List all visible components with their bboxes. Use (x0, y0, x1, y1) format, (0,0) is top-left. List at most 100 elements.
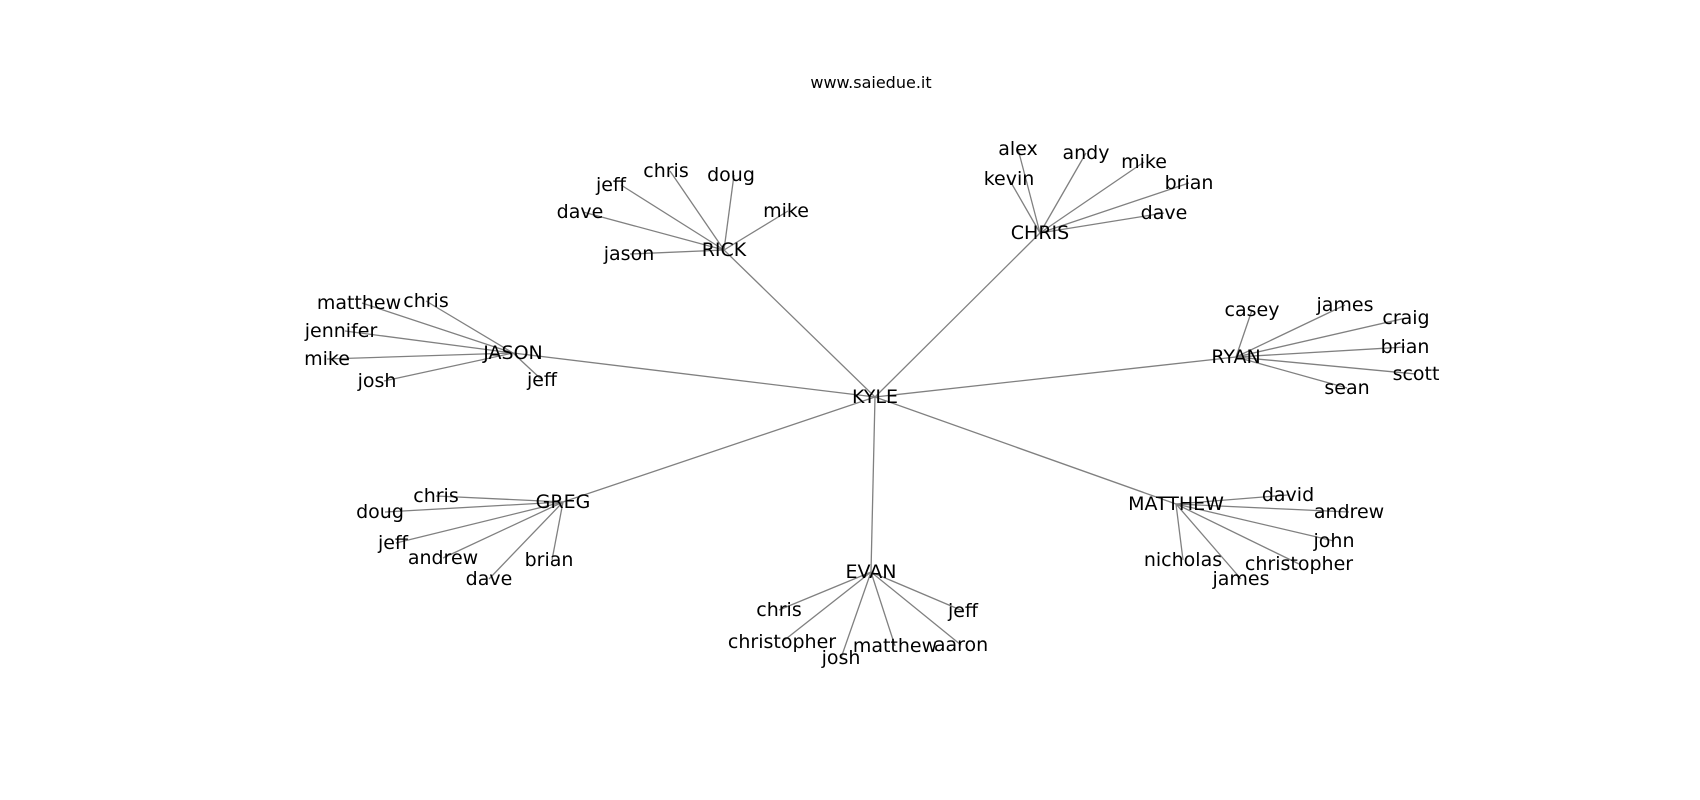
edge-greg-andrew (442, 501, 564, 559)
edge-matthew-john (1175, 503, 1335, 542)
edge-jason-mike (326, 352, 514, 360)
edge-greg-jeff (395, 501, 564, 544)
edge-rick-dave (582, 211, 725, 251)
leaf-label-chris-brian: brian (1165, 172, 1214, 194)
edge-matthew-christopher (1175, 503, 1300, 565)
hub-label-ryan: RYAN (1211, 346, 1260, 368)
edge-center-evan (870, 396, 876, 573)
edge-matthew-james (1175, 503, 1242, 580)
leaf-label-greg-doug: doug (356, 501, 404, 523)
leaf-label-ryan-brian: brian (1381, 336, 1430, 358)
leaf-label-evan-chris: chris (756, 599, 801, 621)
hub-label-evan: EVAN (846, 561, 897, 583)
leaf-label-chris-alex: alex (998, 138, 1038, 160)
leaf-label-matthew-john: john (1313, 530, 1355, 552)
edge-jason-jeff (512, 352, 543, 381)
leaf-label-ryan-scott: scott (1393, 363, 1440, 385)
edge-rick-mike (723, 210, 789, 251)
edge-center-chris (874, 232, 1041, 398)
leaf-label-ryan-craig: craig (1382, 307, 1429, 329)
leaf-label-rick-dave: dave (557, 201, 604, 223)
leaf-label-evan-jeff: jeff (947, 600, 979, 622)
edge-matthew-david (1175, 494, 1289, 505)
leaf-label-matthew-christopher: christopher (1245, 553, 1353, 575)
hub-label-matthew: MATTHEW (1128, 493, 1224, 515)
hub-label-jason: JASON (482, 342, 543, 364)
leaf-label-matthew-andrew: andrew (1314, 501, 1384, 523)
edge-chris-mike (1039, 161, 1145, 234)
edge-chris-andy (1039, 152, 1087, 234)
edge-chris-dave (1039, 212, 1165, 234)
edge-evan-aaron (870, 571, 962, 646)
hub-label-greg: GREG (536, 491, 591, 513)
edge-jason-matthew (361, 302, 514, 354)
leaf-label-greg-dave: dave (466, 568, 513, 590)
leaf-label-greg-chris: chris (413, 485, 458, 507)
source-watermark: www.saiedue.it (810, 73, 931, 92)
edge-ryan-craig (1235, 317, 1407, 358)
leaf-label-ryan-casey: casey (1225, 299, 1280, 321)
edge-jason-chris (425, 300, 514, 354)
leaf-label-rick-chris: chris (643, 160, 688, 182)
leaf-label-evan-matthew: matthew (853, 635, 937, 657)
leaf-label-ryan-james: james (1315, 294, 1373, 316)
leaf-label-greg-brian: brian (525, 549, 574, 571)
leaf-label-greg-jeff: jeff (377, 532, 409, 554)
edge-ryan-brian (1235, 346, 1406, 358)
edge-greg-chris (435, 495, 564, 503)
leaf-label-matthew-nicholas: nicholas (1144, 549, 1222, 571)
leaf-label-evan-aaron: aaron (934, 634, 988, 656)
edge-greg-dave (488, 501, 564, 580)
edge-jason-josh (383, 352, 514, 382)
leaf-label-jason-josh: josh (357, 370, 397, 392)
edge-greg-brian (551, 501, 564, 561)
leaf-label-evan-josh: josh (821, 647, 861, 669)
leaf-label-chris-dave: dave (1141, 202, 1188, 224)
leaf-label-greg-andrew: andrew (408, 547, 478, 569)
edge-jason-jennifer (344, 330, 514, 354)
edge-evan-christopher (781, 571, 872, 643)
edge-center-jason (512, 352, 876, 398)
edge-rick-jason (629, 249, 725, 255)
edge-center-ryan (874, 356, 1237, 398)
edge-chris-kevin (1008, 178, 1041, 234)
edge-center-rick (723, 249, 876, 398)
edge-ryan-scott (1235, 356, 1417, 375)
edge-chris-brian (1039, 182, 1190, 234)
leaf-label-jason-chris: chris (403, 290, 448, 312)
edge-center-greg (562, 396, 876, 503)
leaf-label-evan-christopher: christopher (728, 631, 836, 653)
leaf-label-chris-mike: mike (1121, 151, 1167, 173)
edges-layer (326, 148, 1417, 659)
leaf-label-jason-jeff: jeff (526, 369, 558, 391)
hub-label-chris: CHRIS (1011, 222, 1069, 244)
leaf-label-rick-doug: doug (707, 164, 755, 186)
edge-evan-josh (840, 571, 872, 659)
leaf-label-rick-jason: jason (603, 243, 655, 265)
leaf-label-chris-andy: andy (1063, 142, 1110, 164)
edge-matthew-andrew (1175, 503, 1350, 513)
leaf-label-jason-jennifer: jennifer (304, 320, 378, 342)
leaf-label-rick-mike: mike (763, 200, 809, 222)
leaf-label-jason-mike: mike (304, 348, 350, 370)
leaf-label-ryan-sean: sean (1324, 377, 1369, 399)
edge-chris-alex (1017, 148, 1041, 234)
edge-rick-jeff (620, 184, 725, 251)
edge-ryan-sean (1235, 356, 1348, 389)
center-node-label: KYLE (852, 386, 898, 408)
edge-rick-chris (669, 170, 725, 251)
labels-layer: KYLE RICK jeff chris doug dave mike jason CHRIS… (304, 138, 1440, 669)
edge-matthew-nicholas (1175, 503, 1184, 561)
edge-evan-jeff (870, 571, 964, 612)
edge-center-matthew (874, 396, 1177, 505)
leaf-label-chris-kevin: kevin (984, 168, 1035, 190)
leaf-label-jason-matthew: matthew (317, 292, 401, 314)
edge-greg-doug (384, 501, 564, 513)
leaf-label-matthew-james: james (1211, 568, 1269, 590)
leaf-label-matthew-david: david (1262, 484, 1314, 506)
hub-label-rick: RICK (702, 239, 747, 261)
edge-ryan-casey (1235, 309, 1253, 358)
edge-evan-chris (778, 571, 872, 611)
edge-rick-doug (723, 174, 735, 251)
